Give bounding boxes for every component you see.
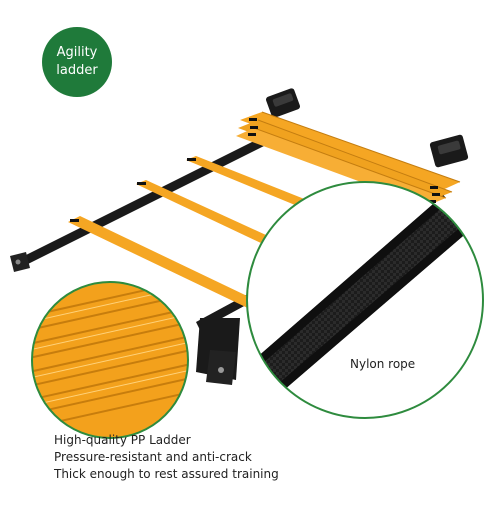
buckle-left — [265, 88, 301, 118]
rung — [186, 156, 322, 212]
rung — [136, 180, 290, 252]
rung — [68, 216, 268, 312]
feature-list: High-quality PP Ladder Pressure-resistan… — [54, 432, 279, 483]
feature-item: Thick enough to rest assured training — [54, 467, 279, 481]
zoom-rungs-circle — [31, 281, 189, 439]
nylon-rope-label: Nylon rope — [350, 357, 416, 371]
feature-item: Pressure-resistant and anti-crack — [54, 450, 252, 464]
feature-item: High-quality PP Ladder — [54, 433, 191, 447]
left-strap — [10, 124, 292, 272]
badge-line-2: ladder — [56, 63, 98, 78]
badge-line-1: Agility — [56, 45, 98, 61]
buckle-right — [429, 134, 469, 168]
agility-ladder-badge: Agility ladder — [42, 27, 112, 97]
zoom-rope-circle — [246, 181, 484, 419]
